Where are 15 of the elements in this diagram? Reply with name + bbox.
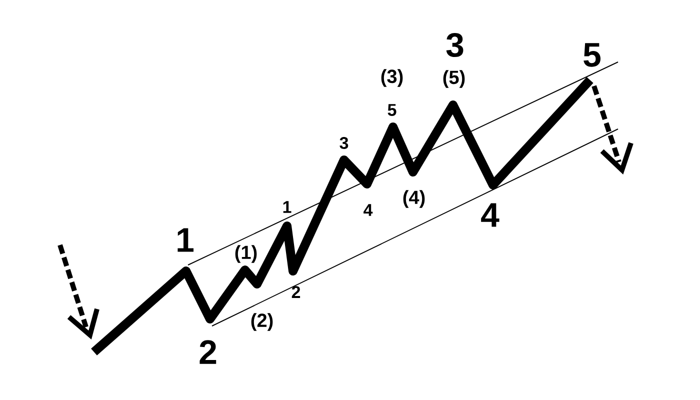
wave-label: 5 — [388, 104, 396, 116]
wave-label: (4) — [403, 190, 425, 208]
wave-label: 1 — [178, 228, 194, 252]
wave-label: (2) — [251, 313, 273, 331]
wave-label: 4 — [364, 204, 373, 216]
wave-label: 5 — [584, 43, 600, 67]
wave-label: (1) — [235, 245, 257, 263]
wave-label: 1 — [283, 201, 292, 213]
wave-label: (3) — [381, 69, 403, 87]
wave-label: 2 — [200, 340, 216, 364]
wave-label: 3 — [340, 136, 348, 150]
wave-label: 3 — [446, 32, 464, 58]
wave-label: 2 — [292, 286, 300, 298]
wave-label: 4 — [481, 203, 500, 227]
wave-label: (5) — [443, 70, 465, 88]
